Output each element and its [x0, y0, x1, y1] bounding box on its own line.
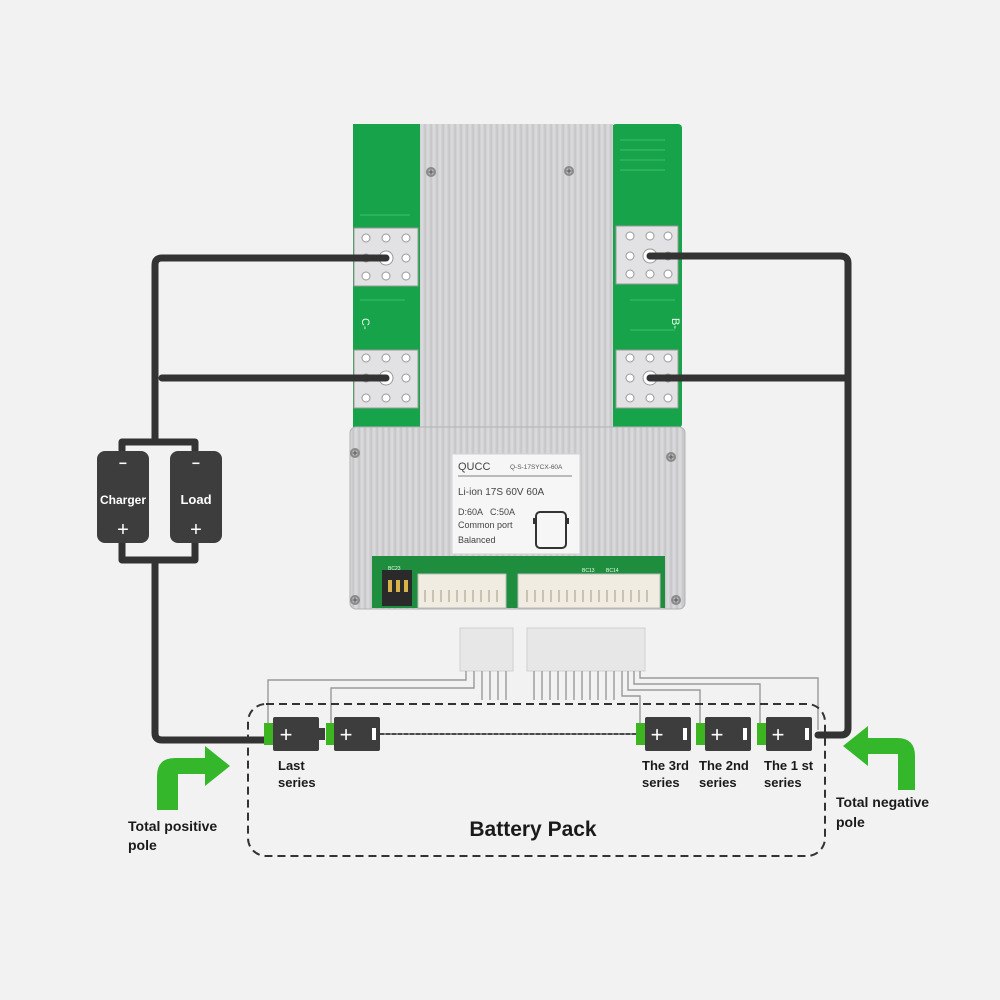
cell-last-minus-one: +	[326, 717, 380, 751]
load-pos-sign: +	[190, 519, 202, 541]
pad-label-right: B-	[669, 318, 681, 329]
cell-third-pos: +	[651, 722, 664, 747]
positive-pole-label-2: pole	[128, 837, 157, 853]
cell-label-last-1: Last	[278, 758, 305, 773]
power-wires	[118, 252, 852, 744]
cell-2nd-pos: +	[711, 722, 724, 747]
bms-board: C- B- QUCC Q-S-17SYCX-60A Li-ion 17S 60V…	[349, 124, 686, 610]
charger-neg-sign: −	[119, 455, 127, 471]
balance-wires	[267, 671, 819, 730]
charger-label: Charger	[100, 493, 146, 507]
currents-text: D:60A C:50A	[458, 507, 515, 517]
cell-last: +	[264, 717, 325, 751]
cell-first: +	[757, 717, 812, 751]
negative-pole-label-1: Total negative	[836, 794, 929, 810]
cell-second: +	[696, 717, 751, 751]
conn-label-c: BC23	[388, 566, 401, 572]
battery-pack-outline	[247, 703, 826, 857]
load: − Load +	[170, 451, 222, 543]
load-neg-sign: −	[192, 455, 200, 471]
balance-text: Balanced	[458, 535, 496, 545]
balance-connector-strip: BC13 BC14 BC23	[372, 556, 665, 609]
chip-icon	[533, 511, 569, 549]
load-label: Load	[180, 492, 211, 507]
charger: − Charger +	[97, 451, 149, 543]
cell-third: +	[636, 717, 691, 751]
positive-pole-label-1: Total positive	[128, 818, 217, 834]
cell-label-1st-1: The 1 st	[764, 758, 814, 773]
up-right-arrow-icon	[157, 746, 230, 810]
conn-label-b: BC14	[606, 568, 619, 574]
cell-1st-pos: +	[772, 722, 785, 747]
cell-second-pos: +	[340, 722, 353, 747]
conn-label-a: BC13	[582, 568, 595, 574]
cell-label-1st-2: series	[764, 775, 802, 790]
pad-label-left: C-	[359, 318, 371, 330]
cell-label-last-2: series	[278, 775, 316, 790]
spec-text: Li-ion 17S 60V 60A	[458, 487, 545, 498]
port-type-text: Common port	[458, 520, 513, 530]
up-left-arrow-icon	[843, 726, 915, 790]
battery-pack-title: Battery Pack	[469, 818, 597, 841]
charger-pos-sign: +	[117, 519, 129, 541]
cell-label-3rd-2: series	[642, 775, 680, 790]
cell-label-2nd-1: The 2nd	[699, 758, 749, 773]
battery-cell-icon: + + + + +	[264, 717, 812, 751]
heatsink-top	[420, 124, 613, 428]
balance-plugs	[459, 627, 646, 672]
brand-text: QUCC	[458, 461, 490, 473]
model-text: Q-S-17SYCX-60A	[510, 464, 563, 471]
cell-label-3rd-1: The 3rd	[642, 758, 689, 773]
negative-pole-label-2: pole	[836, 814, 865, 830]
cell-last-pos: +	[280, 722, 293, 747]
product-label: QUCC Q-S-17SYCX-60A Li-ion 17S 60V 60A D…	[451, 453, 581, 555]
cell-label-2nd-2: series	[699, 775, 737, 790]
